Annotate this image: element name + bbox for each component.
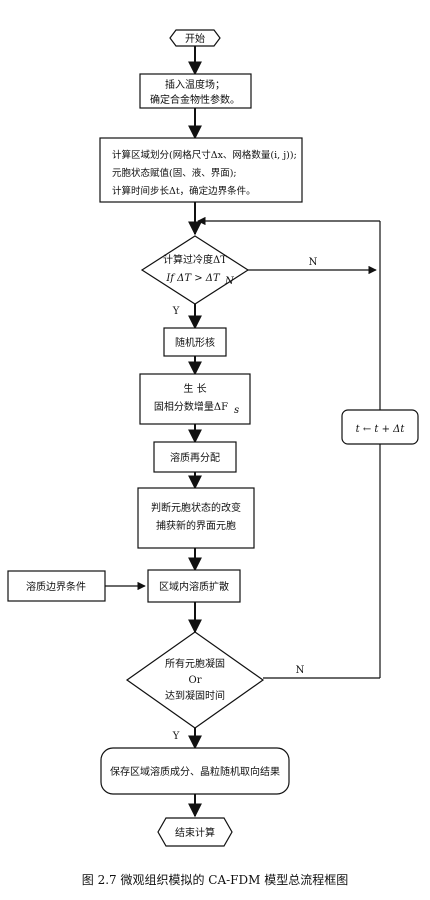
input-node — [139, 73, 252, 109]
decision2-line2: Or — [189, 675, 202, 686]
undercooling-decision-node — [140, 235, 250, 305]
diffusion-label: 区域内溶质扩散 — [159, 580, 229, 593]
cell-state-node — [137, 487, 255, 549]
decision1-line1: 计算过冷度ΔT — [163, 253, 227, 266]
start-node — [169, 29, 221, 47]
input-line1: 插入温度场； — [165, 78, 225, 91]
setup-line3: 计算时间步长Δt，确定边界条件。 — [112, 185, 256, 197]
boundary-node — [7, 570, 106, 602]
decision1-no-label: N — [309, 257, 318, 268]
boundary-label: 溶质边界条件 — [26, 580, 86, 593]
figure-caption: 图 2.7 微观组织模拟的 CA-FDM 模型总流程框图 — [82, 872, 348, 887]
redistribution-node — [153, 441, 237, 473]
diffusion-node — [147, 569, 241, 603]
decision1-subscript: N — [224, 276, 235, 287]
decision2-line1: 所有元胞凝固 — [165, 657, 225, 670]
setup-line1: 计算区域划分(网格尺寸Δx、网格数量(i, j)); — [112, 149, 297, 161]
nucleation-node — [163, 327, 227, 357]
decision1-line2: If ΔT > ΔT — [165, 273, 221, 284]
start-label: 开始 — [185, 32, 205, 45]
growth-subscript: s — [234, 405, 239, 416]
redistribution-label: 溶质再分配 — [170, 451, 220, 464]
input-line2: 确定合金物性参数。 — [150, 93, 240, 106]
growth-line2: 固相分数增量ΔF — [154, 400, 228, 413]
decision2-no-label: N — [296, 665, 305, 676]
time-update-node — [341, 409, 419, 445]
end-label: 结束计算 — [175, 826, 215, 839]
nucleation-label: 随机形核 — [175, 336, 215, 349]
save-node — [100, 747, 290, 795]
cell-state-line2: 捕获新的界面元胞 — [156, 519, 236, 532]
decision1-yes-label: Y — [172, 306, 180, 317]
time-update-label: t ← t + Δt — [356, 424, 406, 435]
setup-node — [99, 137, 303, 203]
save-label: 保存区域溶质成分、晶粒随机取向结果 — [110, 765, 280, 778]
growth-node — [139, 373, 251, 425]
solidification-decision-node — [125, 631, 265, 729]
decision2-yes-label: Y — [172, 731, 180, 742]
growth-line1: 生 长 — [183, 382, 206, 395]
cell-state-line1: 判断元胞状态的改变 — [151, 501, 241, 514]
setup-line2: 元胞状态赋值(固、液、界面); — [112, 167, 237, 179]
end-node — [157, 817, 233, 847]
decision2-line3: 达到凝固时间 — [165, 689, 225, 702]
